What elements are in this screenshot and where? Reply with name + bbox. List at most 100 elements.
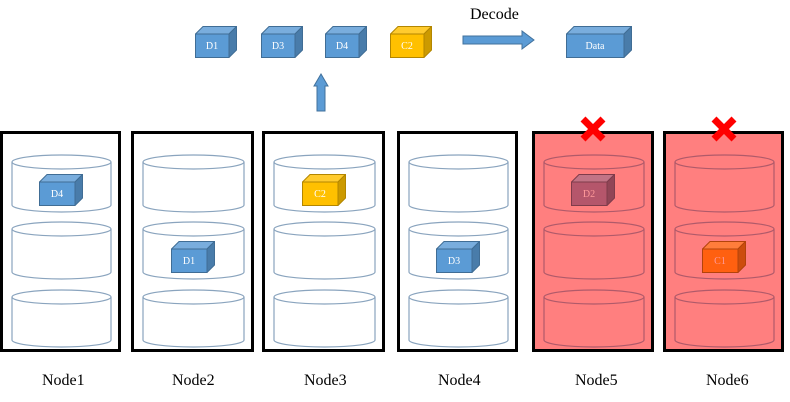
cube-front-face (261, 33, 296, 58)
disk-body (273, 162, 376, 213)
node-label: Node4 (438, 372, 481, 389)
disk-top (408, 221, 509, 237)
disk-top (408, 289, 509, 305)
disk-3 (543, 289, 645, 348)
block-label: D3 (271, 40, 285, 52)
disk-body (11, 229, 112, 280)
disk-top (543, 221, 645, 237)
cube-front-face (436, 248, 473, 273)
disk-body (543, 297, 645, 348)
disk-body (142, 229, 245, 280)
disk-2 (674, 221, 775, 280)
disk-1 (674, 154, 775, 213)
disk-top (142, 154, 245, 170)
disk-top (408, 154, 509, 170)
block-label: D4 (50, 188, 64, 200)
block-label: C2 (401, 40, 413, 52)
block-label: Data (585, 40, 605, 52)
disk-top (543, 289, 645, 305)
storage-node-5: D2 (532, 131, 654, 352)
cube-front-face (195, 33, 230, 58)
disk-top (11, 221, 112, 237)
cube-front-face (302, 181, 339, 206)
disk-3 (273, 289, 376, 348)
disk-3 (11, 289, 112, 348)
disk-top (273, 289, 376, 305)
node-label: Node6 (706, 372, 749, 389)
stored-block-c2: C2 (302, 174, 346, 206)
disk-body (408, 162, 509, 213)
disk-1 (142, 154, 245, 213)
storage-node-3: C2 (262, 131, 385, 352)
disk-top (674, 154, 775, 170)
disk-3 (674, 289, 775, 348)
block-label: D1 (182, 255, 196, 267)
disk-3 (408, 289, 509, 348)
disk-2 (543, 221, 645, 280)
disk-2 (11, 221, 112, 280)
disk-body (408, 229, 509, 280)
disk-top (273, 221, 376, 237)
node-failed-x-icon (711, 116, 736, 142)
disk-body (273, 229, 376, 280)
read-block-d3: D3 (261, 26, 303, 58)
disk-top (674, 221, 775, 237)
stored-block-d3: D3 (436, 241, 480, 273)
storage-node-6: C1 (663, 131, 784, 352)
cube-front-face (39, 181, 76, 206)
disk-1 (273, 154, 376, 213)
disk-body (543, 162, 645, 213)
disk-2 (273, 221, 376, 280)
disk-top (674, 289, 775, 305)
cube-front-face (702, 248, 739, 273)
output-data-block: Data (566, 26, 632, 58)
read-block-d1: D1 (195, 26, 237, 58)
disk-body (142, 162, 245, 213)
block-label: C1 (714, 255, 726, 267)
cube-top-face (566, 26, 632, 35)
node-label: Node2 (172, 372, 215, 389)
disk-body (11, 297, 112, 348)
disk-body (674, 229, 775, 280)
disk-body (142, 297, 245, 348)
disk-body (543, 229, 645, 280)
node-label: Node1 (42, 372, 85, 389)
read-block-c2: C2 (390, 26, 432, 58)
node-label: Node3 (304, 372, 347, 389)
disk-body (674, 162, 775, 213)
disk-body (674, 297, 775, 348)
disk-1 (408, 154, 509, 213)
decode-label: Decode (470, 6, 519, 23)
disk-top (142, 221, 245, 237)
disk-1 (543, 154, 645, 213)
storage-node-2: D1 (131, 131, 254, 352)
disk-body (408, 297, 509, 348)
cube-front-face (171, 248, 208, 273)
storage-node-1: D4 (0, 131, 121, 352)
cube-front-face (571, 181, 608, 206)
block-label: D3 (447, 255, 461, 267)
disk-2 (142, 221, 245, 280)
stored-block-d2: D2 (571, 174, 615, 206)
stored-block-d1: D1 (171, 241, 215, 273)
read-arrow-icon (313, 73, 329, 112)
block-label: C2 (314, 188, 326, 200)
block-label: D2 (582, 188, 596, 200)
disk-top (273, 154, 376, 170)
cube-front-face (566, 33, 625, 58)
disk-top (142, 289, 245, 305)
disk-top (11, 289, 112, 305)
stored-block-d4: D4 (39, 174, 83, 206)
node-failed-x-icon (580, 116, 606, 142)
block-label: D1 (205, 40, 219, 52)
decode-arrow-icon (462, 30, 535, 50)
cube-front-face (325, 33, 360, 58)
read-block-d4: D4 (325, 26, 367, 58)
disk-body (11, 162, 112, 213)
cube-front-face (390, 33, 425, 58)
disk-top (543, 154, 645, 170)
disk-1 (11, 154, 112, 213)
stored-block-c1: C1 (702, 241, 746, 273)
disk-3 (142, 289, 245, 348)
node-label: Node5 (575, 372, 618, 389)
